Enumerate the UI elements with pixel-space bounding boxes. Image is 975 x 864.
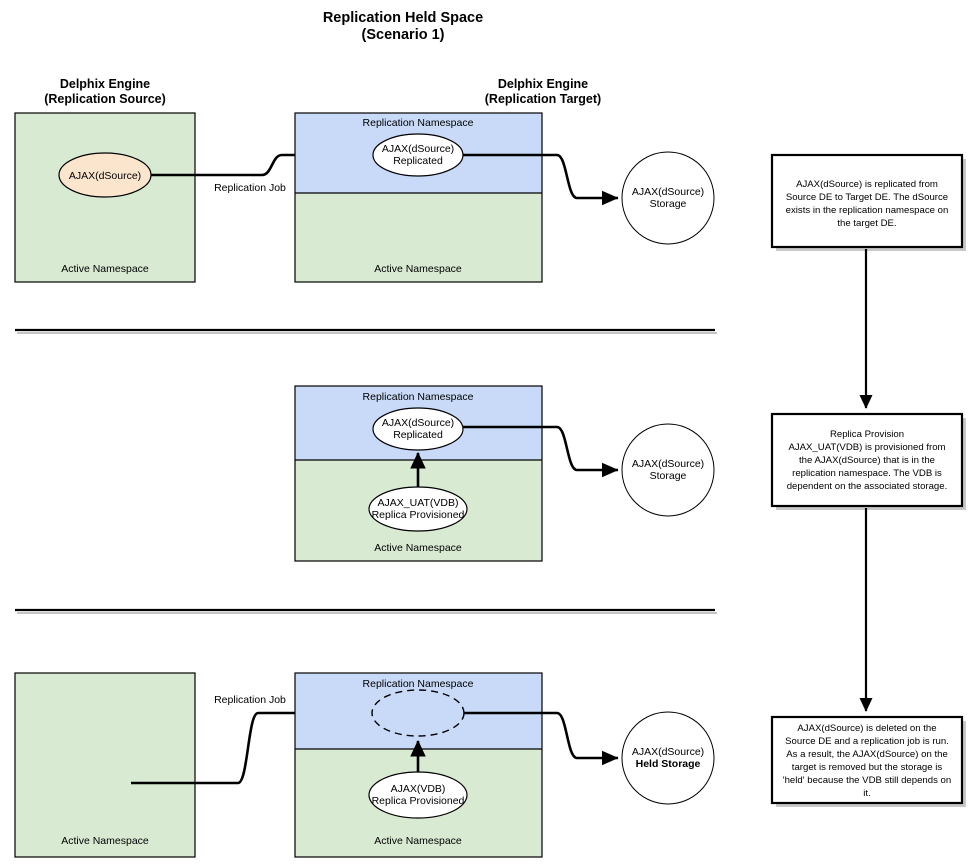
row-1-replicated-node: AJAX(dSource) Replicated [372,133,464,177]
row-3-replication-job-label: Replication Job [214,694,286,706]
row-1-source-dsource-node: AJAX(dSource) [58,152,152,198]
row-3-target-engine-outline [294,672,543,858]
note-3-line-3: As a result, the AJAX(dSource) on the [786,749,948,760]
row-1-replication-job-connector [151,147,363,177]
row-3-replication-namespace-label: Replication Namespace [363,678,474,690]
section-divider-2 [15,608,717,614]
row-1-replicated-label-line-1: AJAX(dSource) [382,143,454,155]
row-1-source-dsource-label: AJAX(dSource) [69,170,141,182]
row-2-replicated-label-line-1: AJAX(dSource) [382,417,454,429]
row-3: Active Namespace Replication Job Replica… [14,672,715,858]
note-3-box [770,715,964,805]
source-engine-header: Delphix Engine (Replication Source) [44,77,166,106]
row-2-replication-namespace-label: Replication Namespace [363,391,474,403]
row-2-replicated-label-line-2: Replicated [393,429,443,441]
note-1-line-3: exists in the replication namespace on [786,205,949,216]
row-2-replicated-ellipse [372,407,464,451]
row-1-replication-job-label: Replication Job [214,182,286,194]
row-1-storage-label-line-2: Storage [650,198,687,210]
row-1-storage-circle [621,151,715,245]
row-1-storage-connector [463,153,619,206]
note-1-line-4: the target DE. [837,218,896,229]
target-engine-header: Delphix Engine (Replication Target) [485,77,601,106]
note-3-line-5: 'held' because the VDB still depends on [783,775,951,786]
title-line-2: (Scenario 1) [362,27,445,43]
row-3-source-active-namespace-label: Active Namespace [61,835,149,847]
target-header-line-1: Delphix Engine [498,77,588,91]
row-3-vdb-ellipse [368,771,468,819]
section-divider-1 [15,328,717,334]
row-2-vdb-node: AJAX_UAT(VDB) Replica Provisioned [368,486,468,532]
row-3-target-replication-namespace [295,673,542,749]
row-2-storage-label-line-2: Storage [650,470,687,482]
note-2-line-4: replication namespace. The VDB is [792,468,942,479]
row-3-storage-label-line-1: AJAX(dSource) [632,746,704,758]
note-3-line-4: target is removed but the storage is [792,762,943,773]
row-2-storage-connector [463,425,619,478]
row-2-replicated-node: AJAX(dSource) Replicated [372,407,464,451]
row-3-held-storage-connector [464,711,619,766]
note-2-box [770,412,964,508]
row-1: Active Namespace AJAX(dSource) Replicati… [14,112,715,283]
note-2: Replica Provision AJAX_UAT(VDB) is provi… [770,412,966,510]
row-2-storage-circle [621,423,715,517]
row-3-source-engine-box: Active Namespace [14,672,196,858]
row-3-held-storage-circle [621,711,715,805]
row-2-vdb-label-line-1: AJAX_UAT(VDB) [378,497,459,509]
note-2-line-1: Replica Provision [830,429,904,440]
note-1-line-2: Source DE to Target DE. The dSource [786,192,948,203]
row-2-storage-node: AJAX(dSource) Storage [621,423,715,517]
row-2-vdb-label-line-2: Replica Provisioned [372,509,465,521]
note-3-line-6: it. [863,788,870,799]
row-1-replication-namespace-label: Replication Namespace [363,117,474,129]
row-1-target-active-namespace [295,193,542,282]
row-1-target-active-namespace-label: Active Namespace [374,263,462,275]
note-2-line-2: AJAX_UAT(VDB) is provisioned from [788,442,945,453]
row-3-vdb-label-line-1: AJAX(VDB) [391,783,446,795]
row-2-target-engine-outline [294,385,543,562]
row-3-vdb-label-line-2: Replica Provisioned [372,795,465,807]
row-1-storage-label-line-1: AJAX(dSource) [632,186,704,198]
note-1: AJAX(dSource) is replicated from Source … [770,153,966,251]
row-1-source-engine-box: Active Namespace [14,112,196,283]
row-2-target-active-namespace-label: Active Namespace [374,542,462,554]
note-1-box [770,153,964,249]
row-2: Replication Namespace Active Namespace A… [294,385,715,562]
note-3: AJAX(dSource) is deleted on the Source D… [770,715,966,807]
row-3-target-active-namespace-label: Active Namespace [374,835,462,847]
diagram-title: Replication Held Space (Scenario 1) [323,10,483,43]
row-3-storage-label-line-2: Held Storage [636,758,701,770]
note-2-line-5: dependent on the associated storage. [787,481,948,492]
row-3-storage-node: AJAX(dSource) Held Storage [621,711,715,805]
row-3-replication-job-connector [131,705,363,785]
title-line-1: Replication Held Space [323,10,483,26]
row-3-source-active-namespace [14,672,196,858]
source-header-line-1: Delphix Engine [60,77,150,91]
note-2-line-3: the AJAX(dSource) that is in the [799,455,935,466]
note-3-line-1: AJAX(dSource) is deleted on the [797,723,936,734]
note-1-line-1: AJAX(dSource) is replicated from [796,179,938,190]
row-1-target-engine-outline [294,112,543,283]
row-2-storage-label-line-1: AJAX(dSource) [632,458,704,470]
row-3-vdb-node: AJAX(VDB) Replica Provisioned [368,771,468,819]
row-2-vdb-ellipse [368,486,468,532]
row-1-storage-node: AJAX(dSource) Storage [621,151,715,245]
source-header-line-2: (Replication Source) [44,92,166,106]
target-header-line-2: (Replication Target) [485,92,601,106]
row-1-replicated-label-line-2: Replicated [393,155,443,167]
note-3-line-2: Source DE and a replication job is run. [785,736,949,747]
row-1-source-active-namespace-label: Active Namespace [61,263,149,275]
row-1-target-engine-box: Replication Namespace Active Namespace [294,112,543,283]
